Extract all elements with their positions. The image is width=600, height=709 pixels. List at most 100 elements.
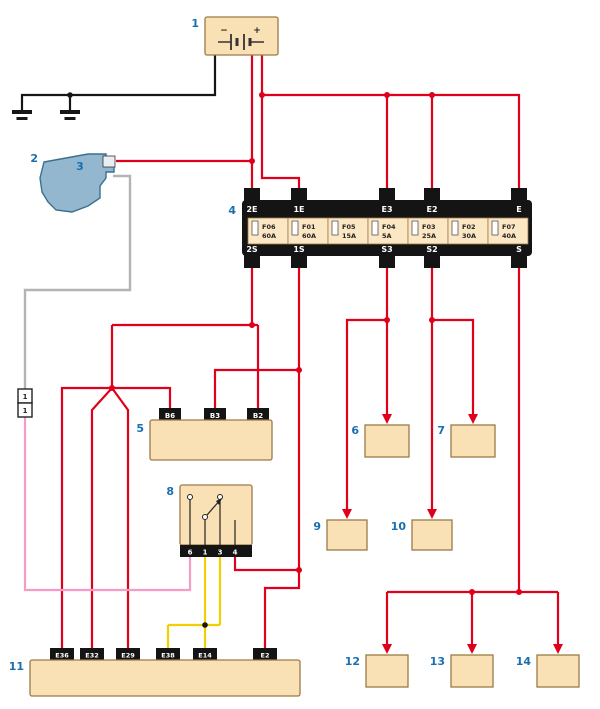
load-box xyxy=(326,519,368,551)
wire-top-bus-e xyxy=(262,93,521,189)
fuse-icon xyxy=(371,220,379,236)
wire-e29 xyxy=(111,387,130,649)
wire-relay-pin4 xyxy=(233,557,299,572)
ground-bar-icon xyxy=(16,117,28,120)
fuse-icon xyxy=(331,220,339,236)
tab-e14 xyxy=(193,648,217,661)
arrow-icon xyxy=(382,644,392,654)
load-box-label: 9 xyxy=(313,520,321,533)
battery-label: 1 xyxy=(191,17,199,30)
terminal-label: 1E xyxy=(293,205,304,214)
wire-1s-e2 xyxy=(263,267,301,649)
battery: − + 1 xyxy=(191,16,279,56)
load-box-label: 7 xyxy=(437,424,445,437)
terminal-label: E3 xyxy=(381,205,392,214)
junction-dot xyxy=(249,322,255,328)
wire-pink-relay xyxy=(23,417,192,592)
terminal-label: E38 xyxy=(161,652,175,660)
arrow-icon xyxy=(553,644,563,654)
ground-wires xyxy=(20,55,217,110)
junction-dots xyxy=(67,92,522,628)
junction-dot xyxy=(67,92,73,98)
terminal-label: E2 xyxy=(426,205,437,214)
wire-s2-box7 xyxy=(432,318,475,415)
inline-connector-pin-label: 1 xyxy=(23,393,28,401)
arrow-icon xyxy=(467,644,477,654)
junction-dot xyxy=(516,589,522,595)
connector-block-11: E36 E32 E29 E38 E14 E2 11 xyxy=(9,648,301,697)
fusebox-tab-e3 xyxy=(379,188,395,202)
junction-dot xyxy=(384,317,390,323)
fuse-name: F05 xyxy=(342,223,356,231)
junction-dot xyxy=(469,589,475,595)
fuse-cell: F03 25A xyxy=(407,217,449,245)
fuse-rating: 60A xyxy=(302,232,316,240)
fuse-cell: F01 60A xyxy=(287,217,329,245)
load-box xyxy=(450,654,494,688)
fuse-icon xyxy=(411,220,419,236)
terminal-label: S3 xyxy=(381,245,392,254)
relay-pin-label: 4 xyxy=(233,549,238,557)
fuse-rating: 60A xyxy=(262,232,276,240)
fusebox-tab-1e xyxy=(291,188,307,202)
junction-dot xyxy=(259,92,265,98)
ground-bar-icon xyxy=(60,110,80,114)
fuse-cell: F04 5A xyxy=(367,217,409,245)
connector-block-5: B6 B3 B2 5 xyxy=(136,408,273,461)
load-box-label: 6 xyxy=(351,424,359,437)
fusebox-tab-2s xyxy=(244,254,260,268)
battery-plus-sign: + xyxy=(253,26,261,36)
terminal-label: B2 xyxy=(253,412,263,420)
battery-box xyxy=(204,16,279,56)
tab-e32 xyxy=(80,648,104,661)
load-box-label: 10 xyxy=(391,520,407,533)
terminal-label: 2S xyxy=(246,245,258,254)
connector-block-11-box xyxy=(29,659,301,697)
fuse-name: F06 xyxy=(262,223,276,231)
terminal-label: 2E xyxy=(246,205,257,214)
load-box xyxy=(365,654,409,688)
fuse-rating: 40A xyxy=(502,232,516,240)
alternator-connector-label: 3 xyxy=(76,160,84,173)
wire-battery-1e xyxy=(260,55,301,189)
load-box-10: 10 xyxy=(391,519,453,551)
load-box-9: 9 xyxy=(313,519,368,551)
load-box-6: 6 xyxy=(351,424,410,458)
wire-b3 xyxy=(213,368,299,409)
junction-dot xyxy=(384,92,390,98)
alternator-connector-icon xyxy=(102,155,116,168)
terminal-label: S2 xyxy=(426,245,437,254)
tab-b3 xyxy=(204,408,226,421)
fusebox-label: 4 xyxy=(228,204,236,217)
tab-e36 xyxy=(50,648,74,661)
fuse-name: F03 xyxy=(422,223,436,231)
fuse-icon xyxy=(491,220,499,236)
fuse-rating: 30A xyxy=(462,232,476,240)
yellow-wires xyxy=(166,557,222,649)
load-box xyxy=(411,519,453,551)
relay-contact-icon xyxy=(217,494,223,500)
terminal-label: E29 xyxy=(121,652,135,660)
load-box-14: 14 xyxy=(516,654,580,688)
inline-connector: 1 1 xyxy=(17,388,33,418)
relay-pin-label: 6 xyxy=(188,549,193,557)
fuse-name: F04 xyxy=(382,223,396,231)
junction-dot xyxy=(109,385,115,391)
ground-bar-icon xyxy=(64,117,76,120)
fuse-icon xyxy=(291,220,299,236)
fusebox-tab-e2 xyxy=(424,188,440,202)
fuse-rating: 5A xyxy=(382,232,392,240)
terminal-label: E32 xyxy=(85,652,99,660)
fusebox-tab-s3 xyxy=(379,254,395,268)
ground-icon xyxy=(60,110,80,120)
arrow-icon xyxy=(342,509,352,519)
fusebox-tab-2e xyxy=(244,188,260,202)
connector-block-5-label: 5 xyxy=(136,422,144,435)
connector-block-11-label: 11 xyxy=(9,660,24,673)
terminal-label: E2 xyxy=(261,652,270,660)
fuse-cell: F07 40A xyxy=(487,217,529,245)
wire-e32 xyxy=(90,387,113,649)
relay-pin-label: 3 xyxy=(218,549,223,557)
